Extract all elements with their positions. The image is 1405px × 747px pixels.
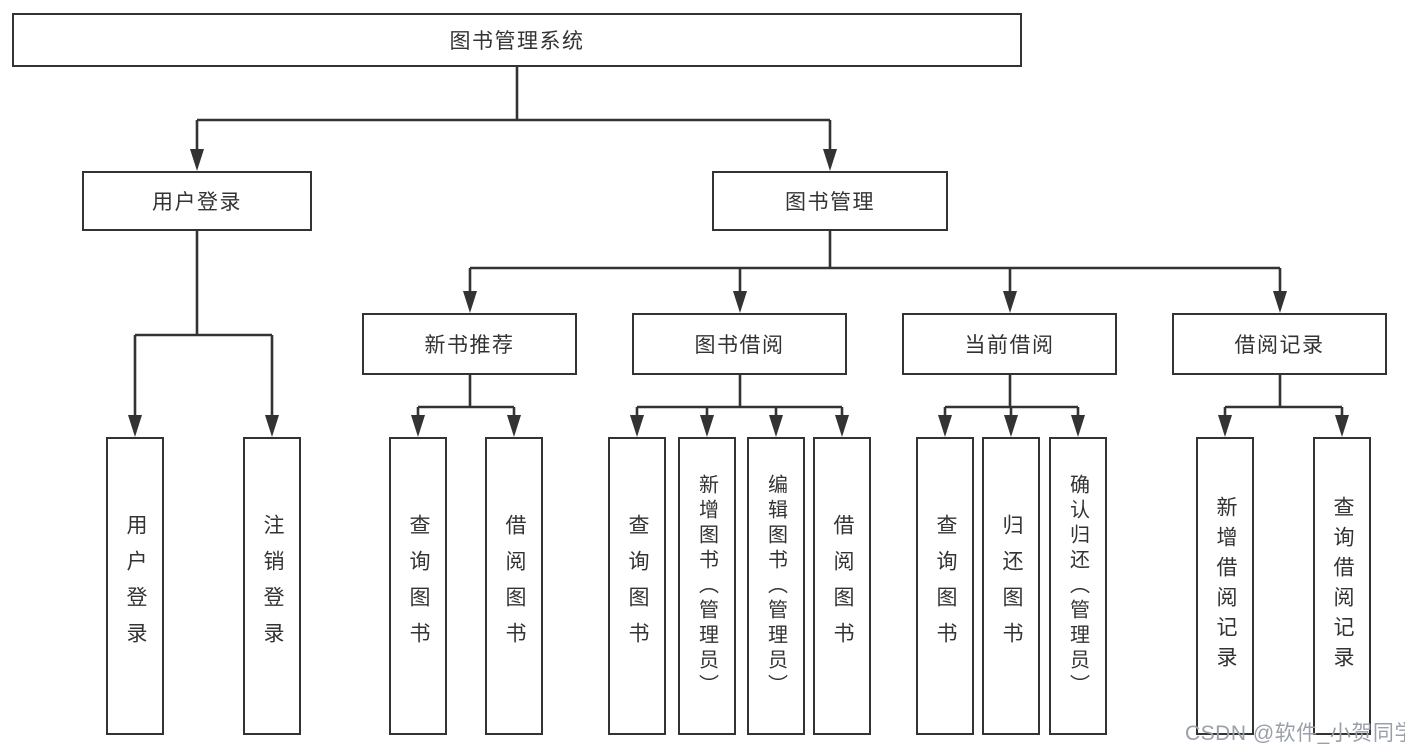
leaf-label: 新增借阅记录 (1214, 496, 1237, 676)
leaf-borrow-books: 借阅图书 (485, 437, 543, 735)
csdn-watermark: CSDN @软件_小贺同学 (1185, 722, 1405, 745)
arrowhead (507, 415, 521, 437)
leaf-borrow-books: 借阅图书 (813, 437, 871, 735)
leaf-query-books: 查询图书 (916, 437, 974, 735)
node-label: 当前借阅 (964, 334, 1055, 357)
leaf-label: 借阅图书 (503, 514, 526, 658)
node-borrowing-records: 借阅记录 (1172, 313, 1387, 375)
node-label: 图书借阅 (694, 334, 785, 357)
leaf-label: 确认归还（管理员） (1066, 473, 1089, 699)
leaf-query-books: 查询图书 (608, 437, 666, 735)
leaf-label: 新增图书（管理员） (695, 473, 718, 699)
node-book-borrowing: 图书借阅 (632, 313, 847, 375)
leaf-label: 借阅图书 (831, 514, 854, 658)
node-label: 用户登录 (152, 191, 242, 214)
leaf-label: 注销登录 (261, 514, 284, 658)
arrowhead (835, 415, 849, 437)
leaf-label: 用户登录 (124, 514, 147, 658)
leaf-label: 编辑图书（管理员） (764, 473, 787, 699)
leaf-logout: 注销登录 (243, 437, 301, 735)
node-label: 借阅记录 (1234, 334, 1325, 357)
arrowhead (190, 149, 204, 171)
arrowhead (1003, 291, 1017, 313)
node-label: 图书管理 (785, 191, 875, 214)
arrowhead (1273, 291, 1287, 313)
arrowhead (1004, 415, 1018, 437)
node-label: 图书管理系统 (449, 30, 585, 53)
leaf-return-books: 归还图书 (982, 437, 1040, 735)
leaf-label: 查询图书 (407, 514, 430, 658)
leaf-user-login: 用户登录 (106, 437, 164, 735)
node-user-login: 用户登录 (82, 171, 312, 231)
node-label: 新书推荐 (424, 334, 515, 357)
leaf-confirm-return-admin: 确认归还（管理员） (1049, 437, 1107, 735)
node-library-management-system: 图书管理系统 (12, 13, 1022, 67)
arrowhead (769, 415, 783, 437)
arrowhead (128, 415, 142, 437)
leaf-query-borrow-record: 查询借阅记录 (1313, 437, 1371, 735)
arrowhead (265, 415, 279, 437)
leaf-label: 归还图书 (1000, 514, 1023, 658)
arrowhead (700, 415, 714, 437)
arrowhead (463, 291, 477, 313)
arrowhead (733, 291, 747, 313)
leaf-label: 查询图书 (626, 514, 649, 658)
leaf-query-books: 查询图书 (389, 437, 447, 735)
arrowhead (823, 149, 837, 171)
arrowhead (1218, 415, 1232, 437)
arrowhead (1071, 415, 1085, 437)
node-new-book-recommendation: 新书推荐 (362, 313, 577, 375)
leaf-edit-books-admin: 编辑图书（管理员） (747, 437, 805, 735)
leaf-add-books-admin: 新增图书（管理员） (678, 437, 736, 735)
node-current-borrowing: 当前借阅 (902, 313, 1117, 375)
arrowhead (630, 415, 644, 437)
leaf-label: 查询图书 (934, 514, 957, 658)
arrowhead (411, 415, 425, 437)
arrowhead (938, 415, 952, 437)
node-book-management: 图书管理 (712, 171, 948, 231)
leaf-label: 查询借阅记录 (1331, 496, 1354, 676)
leaf-add-borrow-record: 新增借阅记录 (1196, 437, 1254, 735)
arrowhead (1335, 415, 1349, 437)
